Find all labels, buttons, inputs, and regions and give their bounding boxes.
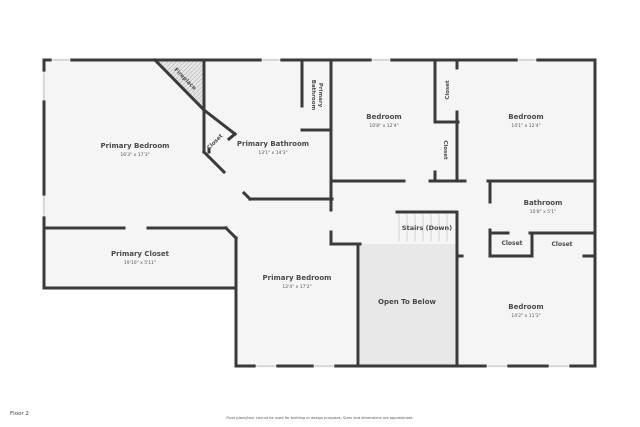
room-dims-primary-bedroom-2: 12'4" x 17'2" [282,284,311,290]
room-label-closet-top: Closet [445,80,451,100]
floor-label: Floor 2 [10,411,29,417]
room-dims-primary-bathroom: 13'1" x 14'3" [258,150,287,156]
room-label-open-to-below: Open To Below [378,298,437,306]
room-dims-bedroom-3: 14'2" x 11'3" [511,313,540,319]
room-dims-primary-closet: 19'10" x 5'11" [124,260,156,266]
room-label-closet-mid: Closet [442,140,448,160]
windows [42,58,570,368]
room-label-closet-bath-1: Closet [501,240,522,247]
room-dims-primary-bedroom-1: 16'3" x 17'3" [120,152,149,158]
walls [42,57,597,368]
room-label-primary-bedroom-1: Primary Bedroom [101,142,170,150]
room-label-stairs: Stairs (Down) [402,224,452,232]
disclaimer-text: Floor plans/tour cannot be used for buil… [226,416,414,420]
stair-treads [398,214,448,242]
room-label-primary-bedroom-2: Primary Bedroom [263,274,332,282]
room-label-primary-bathroom-wc-1: Primary [317,83,323,108]
room-label-closet-bath-2: Closet [551,241,572,248]
room-dims-bedroom-1: 10'8" x 12'4" [369,123,398,129]
room-label-primary-bathroom-wc-2: Bathroom [310,80,316,111]
room-label-bathroom: Bathroom [524,199,563,207]
room-dims-bathroom: 10'8" x 5'1" [530,209,556,215]
open-to-below-area [360,244,456,366]
room-label-primary-closet: Primary Closet [111,250,170,258]
room-label-bedroom-2: Bedroom [508,113,543,121]
room-label-bedroom-1: Bedroom [366,113,401,121]
room-dims-bedroom-2: 14'1" x 12'4" [511,123,540,129]
room-label-bedroom-3: Bedroom [508,303,543,311]
room-label-primary-bathroom: Primary Bathroom [237,140,309,148]
